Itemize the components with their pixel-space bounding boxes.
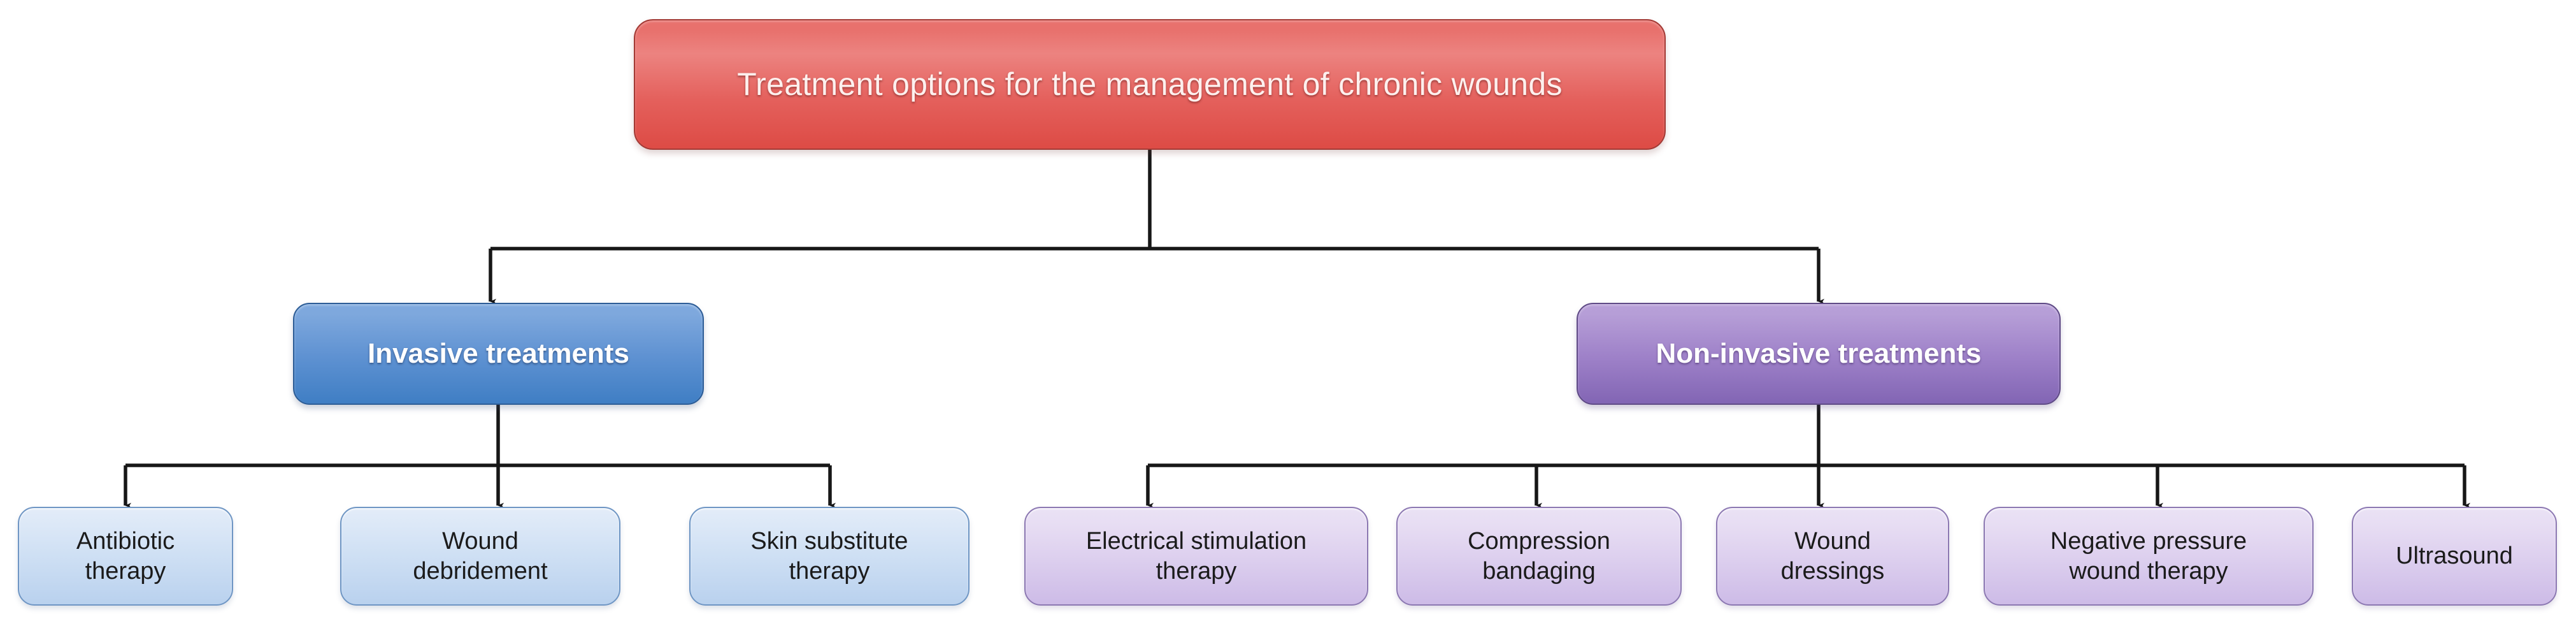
- node-electrical-stimulation-therapy[interactable]: Electrical stimulation therapy: [1024, 507, 1368, 606]
- node-skin-substitute-therapy[interactable]: Skin substitute therapy: [689, 507, 970, 606]
- node-compression-bandaging[interactable]: Compression bandaging: [1396, 507, 1682, 606]
- node-root-label: Treatment options for the management of …: [737, 66, 1563, 102]
- node-root[interactable]: Treatment options for the management of …: [634, 19, 1666, 150]
- node-ultrasound-label: Ultrasound: [2396, 542, 2513, 570]
- node-wound-dressings[interactable]: Wound dressings: [1716, 507, 1949, 606]
- node-ultrasound[interactable]: Ultrasound: [2352, 507, 2557, 606]
- node-antibiotic-therapy[interactable]: Antibiotic therapy: [18, 507, 233, 606]
- node-wound-dressings-label: Wound dressings: [1780, 528, 1885, 585]
- node-negative-pressure-wound-therapy[interactable]: Negative pressure wound therapy: [1984, 507, 2314, 606]
- node-invasive-treatments[interactable]: Invasive treatments: [293, 303, 704, 405]
- node-invasive-treatments-label: Invasive treatments: [368, 338, 629, 370]
- node-wound-debridement-label: Wound debridement: [413, 528, 548, 585]
- node-negative-pressure-wound-therapy-label: Negative pressure wound therapy: [2050, 528, 2247, 585]
- node-antibiotic-therapy-label: Antibiotic therapy: [76, 528, 175, 585]
- node-non-invasive-treatments[interactable]: Non-invasive treatments: [1577, 303, 2061, 405]
- node-non-invasive-treatments-label: Non-invasive treatments: [1656, 338, 1982, 370]
- node-compression-bandaging-label: Compression bandaging: [1468, 528, 1610, 585]
- node-wound-debridement[interactable]: Wound debridement: [340, 507, 620, 606]
- node-skin-substitute-therapy-label: Skin substitute therapy: [750, 528, 908, 585]
- node-electrical-stimulation-therapy-label: Electrical stimulation therapy: [1085, 528, 1307, 585]
